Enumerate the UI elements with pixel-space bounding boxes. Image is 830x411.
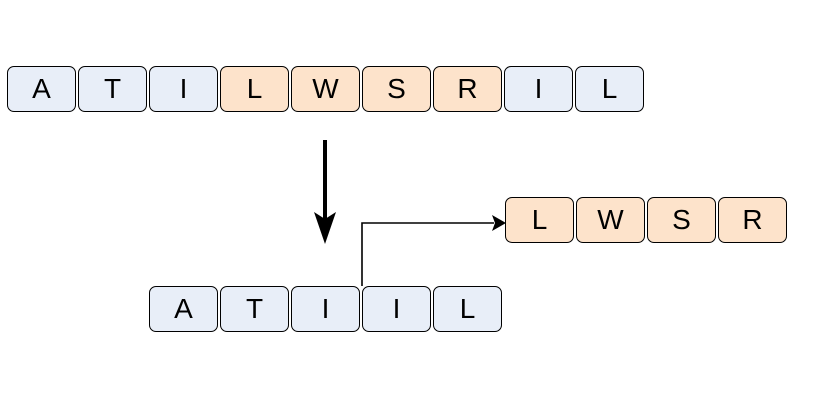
original-cell-3: I <box>149 66 218 112</box>
extracted-cell-2: W <box>576 197 645 243</box>
original-cell-9: L <box>575 66 644 112</box>
extracted-cell-4: R <box>718 197 787 243</box>
extract-arrow <box>361 215 506 286</box>
original-cell-1: A <box>7 66 76 112</box>
remaining-cell-4: I <box>362 286 431 332</box>
original-cell-5: W <box>291 66 360 112</box>
remaining-cell-1: A <box>149 286 218 332</box>
remaining-cell-3: I <box>291 286 360 332</box>
original-cell-7: R <box>433 66 502 112</box>
original-cell-8: I <box>504 66 573 112</box>
extracted-cell-1: L <box>505 197 574 243</box>
original-cell-2: T <box>78 66 147 112</box>
original-cell-4: L <box>220 66 289 112</box>
down-arrow <box>314 140 336 244</box>
remaining-cell-5: L <box>433 286 502 332</box>
remaining-cell-2: T <box>220 286 289 332</box>
extracted-cell-3: S <box>647 197 716 243</box>
original-cell-6: S <box>362 66 431 112</box>
